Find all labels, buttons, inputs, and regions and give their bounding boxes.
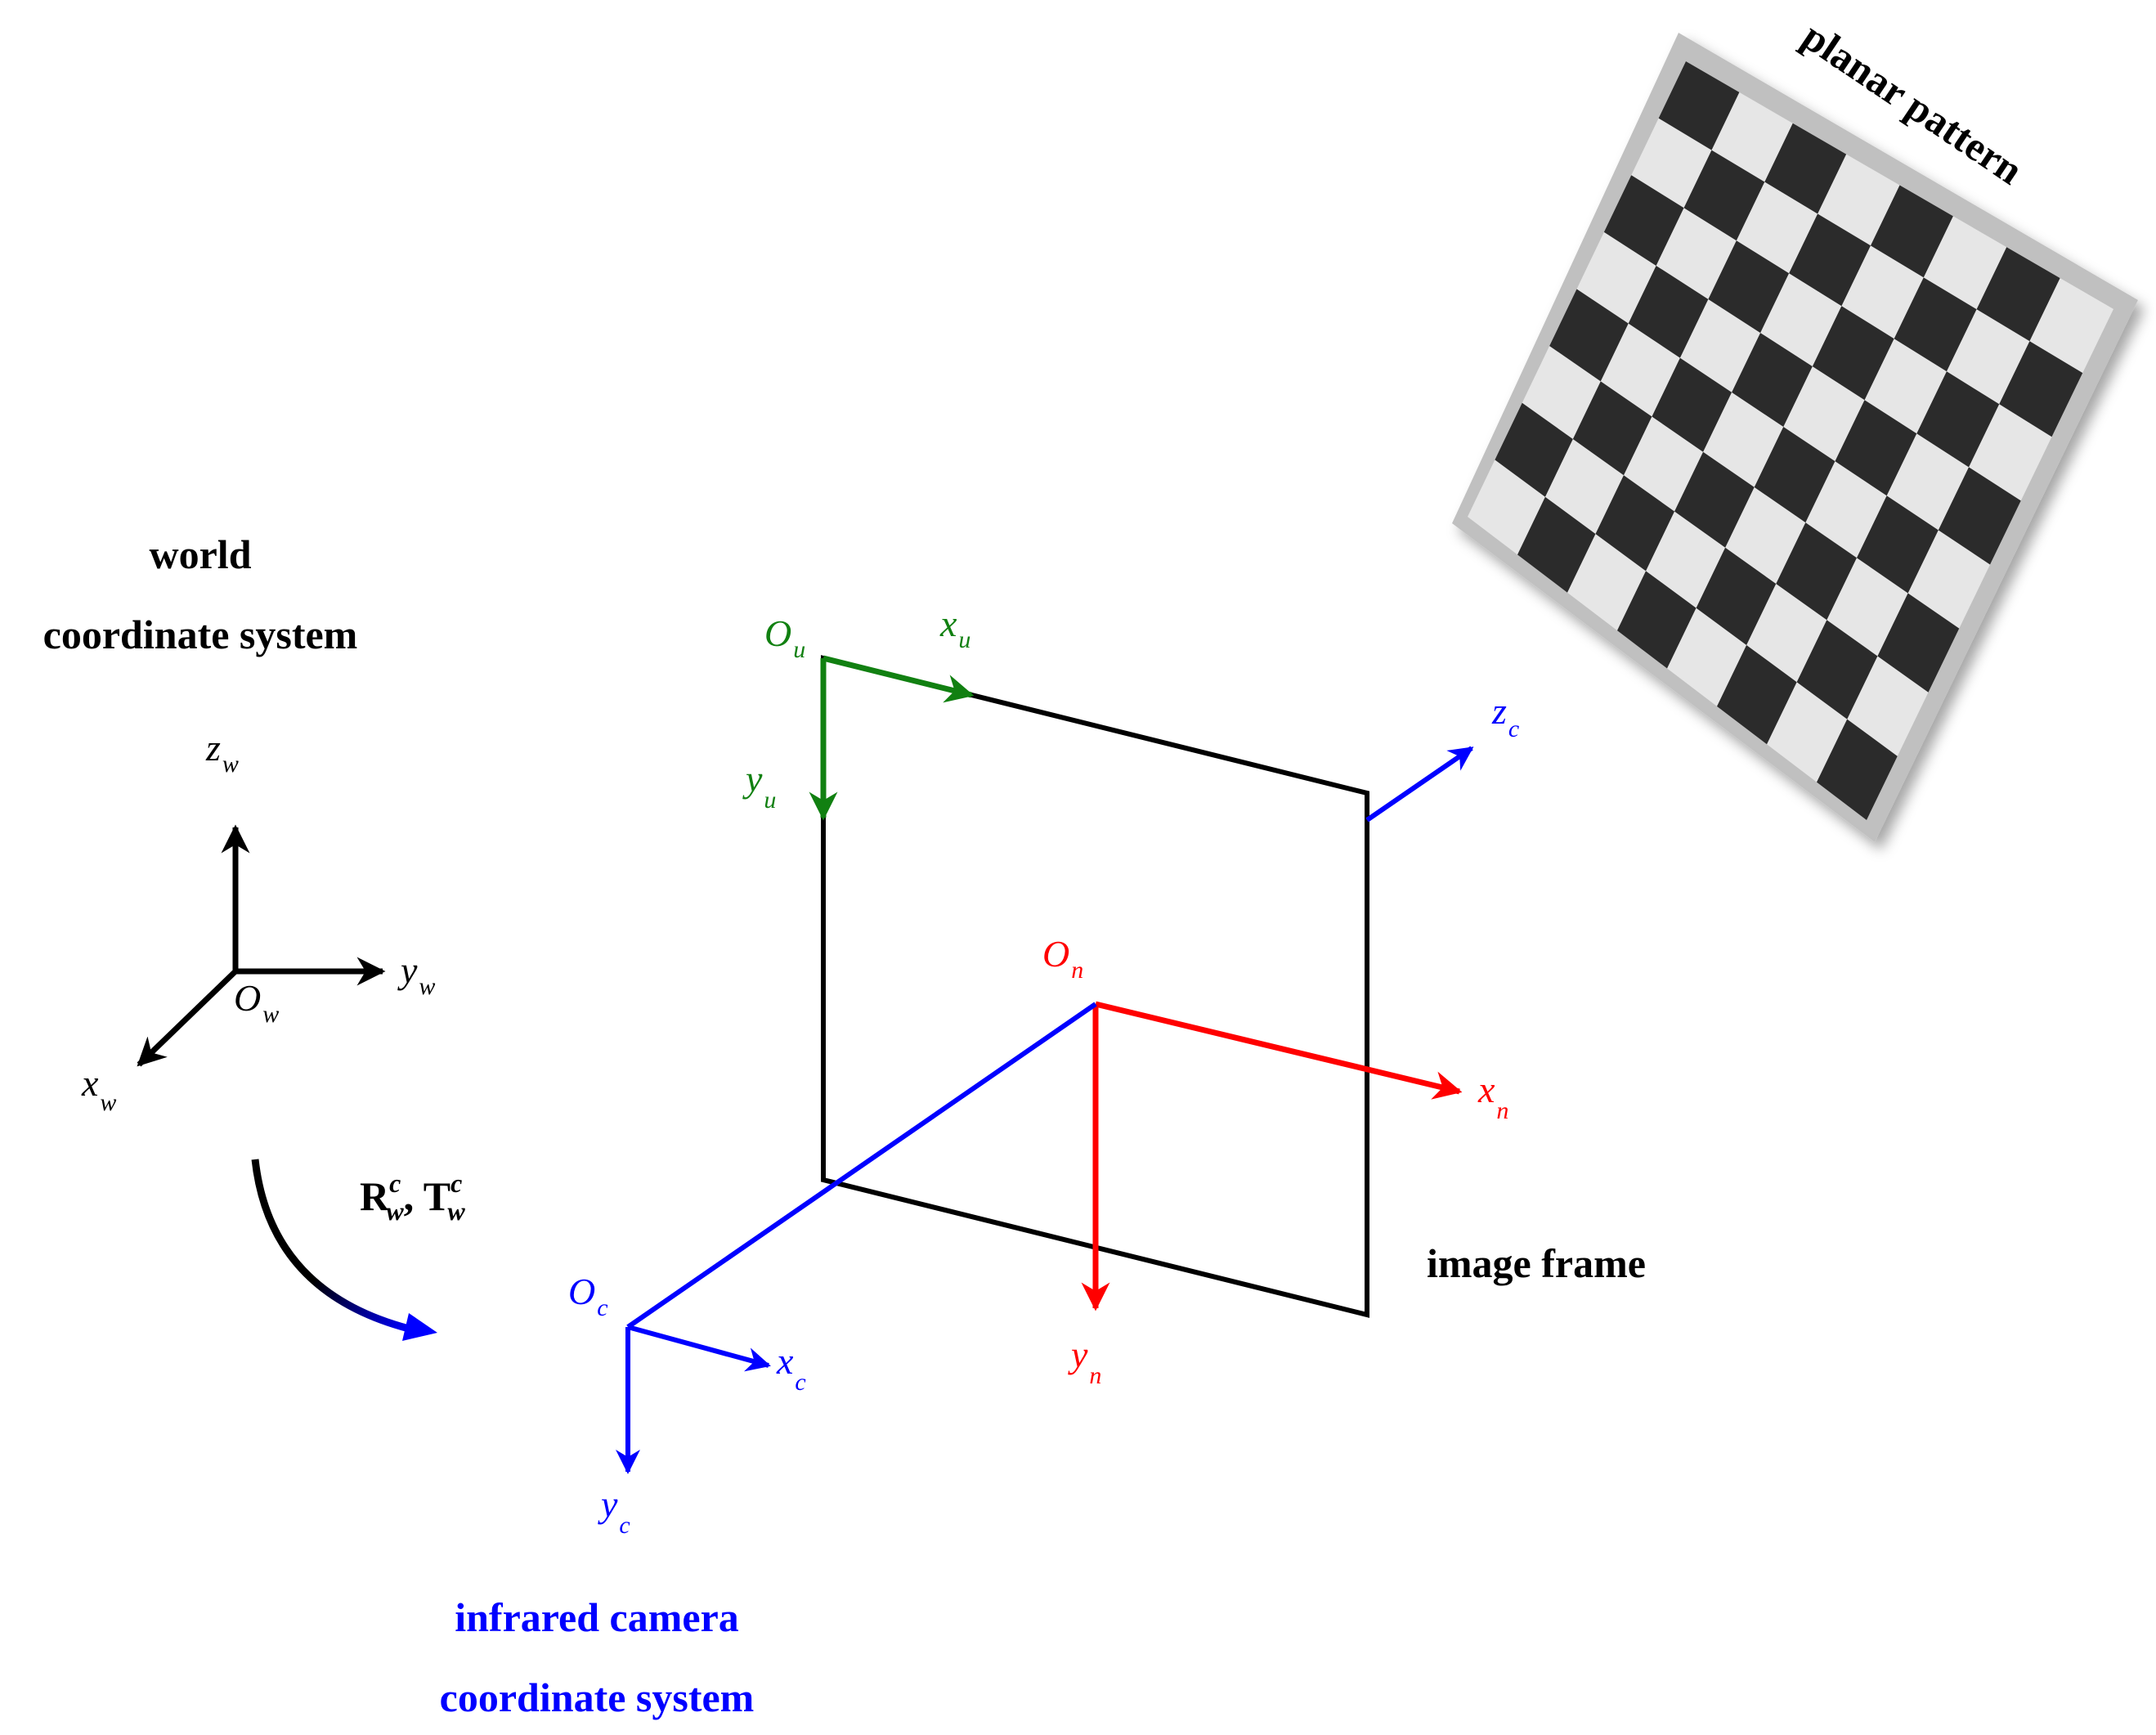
checker-square	[1658, 61, 1740, 150]
n-y-label: yn	[1068, 1334, 1101, 1389]
world-coordinate-system: world coordinate system zw yw xw Ow	[43, 531, 436, 1116]
world-label-line1: world	[150, 531, 252, 577]
camera-x-label: xc	[776, 1340, 806, 1396]
camera-coordinate-system: Oc zc xc yc infrared camera coordinate s…	[440, 690, 1520, 1720]
checker-square	[1812, 306, 1894, 401]
u-x-axis	[823, 655, 975, 703]
checker-square	[1894, 277, 1977, 372]
checker-square	[1732, 333, 1813, 427]
checker-square	[1717, 644, 1797, 745]
checker-square	[1817, 719, 1898, 820]
camera-x-axis	[627, 1325, 771, 1372]
n-x-label: xn	[1477, 1069, 1508, 1124]
checker-square	[1856, 495, 1939, 594]
camera-optical-axis	[626, 1002, 1097, 1329]
checker-square	[1999, 341, 2083, 437]
u-origin-label: Ou	[764, 612, 805, 663]
checker-square	[1789, 213, 1871, 307]
checker-square	[1674, 451, 1755, 548]
checker-square	[1603, 175, 1684, 266]
checker-square	[1764, 123, 1847, 214]
checkerboard	[1468, 61, 2113, 820]
n-origin-label: On	[1042, 933, 1083, 984]
checker-square	[1976, 247, 2060, 342]
u-y-label: yu	[742, 758, 776, 814]
checker-square	[1549, 289, 1629, 382]
checker-square	[1652, 357, 1732, 452]
checker-square	[1708, 240, 1790, 334]
world-z-label: zw	[205, 727, 239, 778]
camera-z-label: zc	[1491, 690, 1519, 742]
checker-square	[1938, 467, 2021, 565]
world-y-label: yw	[397, 949, 435, 1000]
checker-square	[1696, 547, 1777, 645]
world-x-axis	[137, 969, 238, 1067]
rotation-arrowhead	[402, 1313, 437, 1341]
checker-square	[1517, 496, 1596, 593]
planar-pattern	[1452, 33, 2138, 842]
image-frame: image frame	[821, 655, 1646, 1318]
image-frame-border	[821, 655, 1369, 1318]
camera-y-label: yc	[598, 1483, 630, 1539]
checker-square	[1595, 475, 1675, 572]
checker-square	[1628, 265, 1709, 358]
image-frame-label: image frame	[1427, 1240, 1646, 1286]
checker-square	[1870, 185, 1953, 278]
checker-square	[1877, 593, 1960, 693]
camera-z-axis	[1365, 746, 1474, 823]
checker-square	[1495, 402, 1573, 497]
camera-label-line2: coordinate system	[440, 1674, 755, 1720]
checker-square	[1916, 371, 2000, 468]
u-x-label: xu	[939, 603, 970, 653]
checker-square	[1572, 381, 1652, 476]
checker-square	[1776, 522, 1857, 621]
image-pixel-axes: Ou xu yu	[742, 603, 975, 821]
camera-label-line1: infrared camera	[455, 1594, 739, 1640]
camera-origin-label: Oc	[568, 1271, 608, 1321]
world-x-label: xw	[81, 1062, 116, 1116]
image-normalized-axes: On xn yn	[1042, 933, 1508, 1389]
world-origin-label: Ow	[234, 977, 279, 1028]
checker-square	[1683, 150, 1765, 241]
world-label-line2: coordinate system	[43, 612, 358, 657]
checker-square	[1835, 400, 1917, 496]
checker-square	[1754, 427, 1836, 523]
n-x-axis	[1095, 1001, 1463, 1100]
checker-square	[1617, 571, 1697, 669]
rotation-arrow	[251, 1159, 410, 1333]
checker-square	[1796, 620, 1878, 720]
